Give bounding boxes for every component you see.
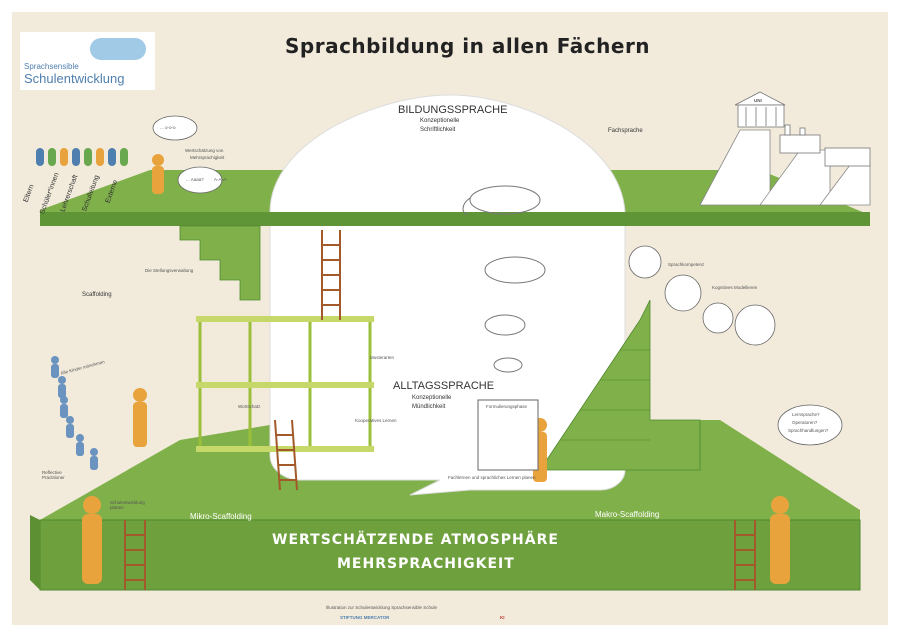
stakeholder-icons bbox=[36, 148, 128, 166]
alltagssprache-sub1: Konzeptionelle bbox=[412, 395, 452, 401]
balloons bbox=[628, 245, 776, 346]
children-queue bbox=[51, 356, 98, 470]
ladder-left-bottom bbox=[124, 520, 146, 590]
stellungsverwaltung-label: Die Stellungsverwaltung bbox=[145, 268, 194, 273]
lernsprache-line3: Sprachhandlungen? bbox=[788, 428, 829, 433]
reflective-label: Reflective Practitioner bbox=[42, 470, 65, 480]
logo: Sprachsensible Schulentwicklung bbox=[20, 32, 155, 90]
ladder-right-bottom bbox=[734, 520, 756, 590]
bubble-platform-band bbox=[260, 212, 630, 226]
wertschaetzung-line1: Wertschätzung von bbox=[185, 148, 224, 153]
sprachkompetenz-label: Sprachkompetenz bbox=[668, 262, 705, 267]
elephant-tiny bbox=[493, 357, 523, 373]
logo-speech-icon bbox=[90, 38, 146, 60]
ladder-top bbox=[321, 230, 341, 320]
figure-orange-reflective bbox=[82, 496, 102, 584]
uni-building bbox=[734, 91, 786, 128]
speech-bubble bbox=[269, 94, 626, 496]
scaffolding-label: Scaffolding bbox=[82, 292, 112, 298]
formulierung-label: Formulierungsphase bbox=[486, 404, 528, 409]
ladder-mid bbox=[274, 419, 298, 491]
bubble-hi-text: A-A-A- bbox=[214, 177, 228, 182]
mikro-scaffolding-label: Mikro-Scaffolding bbox=[190, 512, 252, 521]
kooperatives-lernen-label: Kooperatives Lernen bbox=[355, 418, 397, 423]
footer-logo-ki: KI bbox=[500, 615, 505, 620]
stairs-left bbox=[179, 225, 261, 301]
logo-line2: Schulentwicklung bbox=[24, 71, 125, 86]
bubble-dots bbox=[152, 115, 198, 141]
lernsprache-line1: Lernsprache? bbox=[792, 412, 820, 417]
schulentwicklung-label: Schulentwicklung planen bbox=[110, 500, 145, 510]
bildungssprache-sub2: Schriftlichkeit bbox=[420, 127, 456, 133]
fachlernen-label: Fachlernen und sprachliches Lernen plane… bbox=[448, 475, 536, 480]
elephant-medium bbox=[484, 256, 546, 284]
footer-credit: Illustration zur Schulentwicklung Sprach… bbox=[326, 605, 438, 610]
bildungssprache-heading: BILDUNGSSPRACHE bbox=[398, 104, 508, 116]
kognitives-modellieren-label: Kognitives Modellieren bbox=[712, 285, 758, 290]
uni-label: UNI bbox=[754, 98, 762, 103]
elephant-small bbox=[484, 314, 526, 336]
bubble-aaa bbox=[177, 166, 223, 194]
wertschaetzung-line2: Mehrsprachigkeit bbox=[190, 155, 225, 160]
makro-scaffolding-label: Makro-Scaffolding bbox=[595, 510, 660, 519]
alltagssprache-heading: ALLTAGSSPRACHE bbox=[393, 380, 495, 392]
wortschatz-label: Wortschatz bbox=[238, 404, 261, 409]
bubble-aaa-text: ... Aaaa? bbox=[186, 177, 204, 182]
elephant-large bbox=[462, 185, 541, 215]
figure-orange-right bbox=[770, 496, 790, 584]
fachsprache-label: Fachsprache bbox=[608, 128, 643, 134]
footer-logo-mercator: STIFTUNG MERCATOR bbox=[340, 615, 390, 620]
musterarten-label: Musterarten bbox=[370, 355, 395, 360]
base-platform-side bbox=[30, 515, 40, 590]
bubble-dots-text: ... o-o-o bbox=[160, 125, 176, 130]
white-stairs-fachsprache bbox=[699, 129, 871, 206]
lernsprache-line2: Operatoren? bbox=[792, 420, 818, 425]
logo-line1: Sprachsensible bbox=[24, 62, 79, 71]
factory-building bbox=[779, 124, 821, 154]
banner-line1: WERTSCHÄTZENDE ATMOSPHÄRE bbox=[272, 532, 559, 548]
figure-orange-left-top bbox=[152, 154, 164, 194]
flipchart bbox=[477, 399, 539, 471]
base-platform-front bbox=[39, 519, 861, 591]
thought-bubble-lernsprache bbox=[777, 404, 843, 446]
alltagssprache-sub2: Mündlichkeit bbox=[412, 404, 446, 410]
banner-line2: MEHRSPRACHIGKEIT bbox=[337, 556, 515, 572]
stairs-right bbox=[539, 299, 701, 471]
page-title: Sprachbildung in allen Fächern bbox=[285, 34, 651, 58]
bildungssprache-sub1: Konzeptionelle bbox=[420, 118, 460, 124]
stairs-right-steps bbox=[560, 349, 650, 441]
figure-orange-teacher-lens bbox=[133, 388, 147, 447]
school-building bbox=[824, 147, 871, 167]
